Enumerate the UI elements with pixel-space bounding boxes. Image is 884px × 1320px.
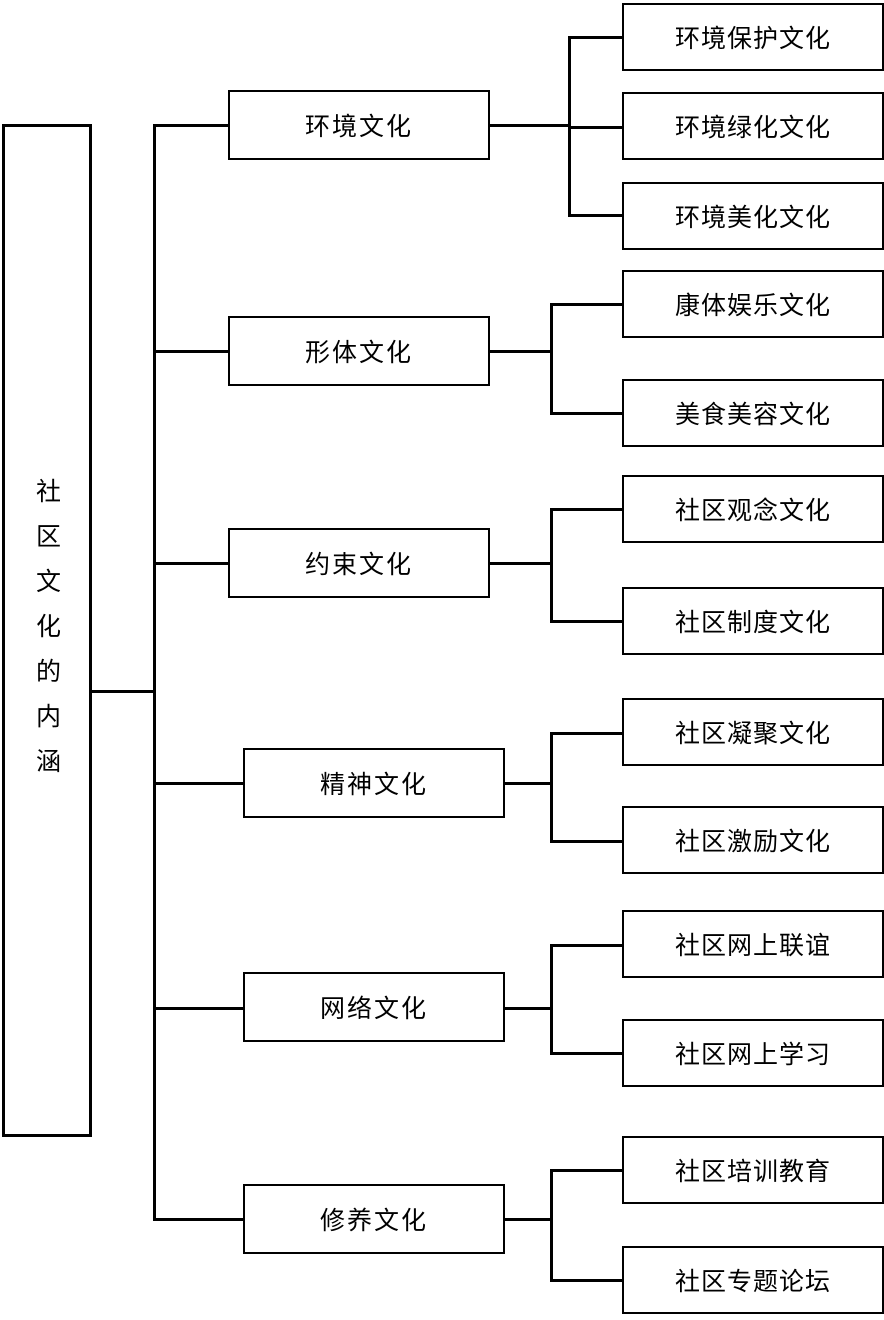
branch-node-2[interactable]: 形体文化 xyxy=(228,316,490,386)
connector-branch-1-child-2 xyxy=(568,126,624,129)
connector-branch-4-child-2 xyxy=(550,840,624,843)
leaf-node-4-2-label: 社区激励文化 xyxy=(674,827,831,856)
connector-branch-2-child-2 xyxy=(550,412,624,415)
connector-branch-6-spine xyxy=(550,1169,553,1281)
connector-branch-5-out xyxy=(505,1007,552,1010)
connector-spine-to-branch-5 xyxy=(153,1007,245,1010)
connector-root-trunk xyxy=(90,690,156,693)
leaf-node-3-1-label: 社区观念文化 xyxy=(674,496,831,525)
leaf-node-3-2-label: 社区制度文化 xyxy=(674,608,831,637)
root-node-label: 社区文化的内涵 xyxy=(32,478,62,793)
leaf-node-1-3[interactable]: 环境美化文化 xyxy=(622,182,884,250)
branch-node-1-label: 环境文化 xyxy=(304,112,413,141)
branch-node-4[interactable]: 精神文化 xyxy=(243,748,505,818)
branch-node-2-label: 形体文化 xyxy=(304,338,413,367)
branch-node-4-label: 精神文化 xyxy=(319,770,428,799)
connector-spine-to-branch-2 xyxy=(153,350,229,353)
root-node[interactable]: 社区文化的内涵 xyxy=(2,124,92,1137)
leaf-node-3-2[interactable]: 社区制度文化 xyxy=(622,587,884,655)
leaf-node-2-1[interactable]: 康体娱乐文化 xyxy=(622,270,884,338)
leaf-node-6-1[interactable]: 社区培训教育 xyxy=(622,1136,884,1204)
leaf-node-1-1-label: 环境保护文化 xyxy=(674,24,831,53)
leaf-node-5-1-label: 社区网上联谊 xyxy=(674,931,831,960)
leaf-node-6-1-label: 社区培训教育 xyxy=(674,1157,831,1186)
leaf-node-2-2-label: 美食美容文化 xyxy=(674,400,831,429)
leaf-node-5-2[interactable]: 社区网上学习 xyxy=(622,1019,884,1087)
leaf-node-2-2[interactable]: 美食美容文化 xyxy=(622,379,884,447)
branch-node-6-label: 修养文化 xyxy=(319,1206,428,1235)
leaf-node-6-2[interactable]: 社区专题论坛 xyxy=(622,1246,884,1314)
connector-spine-to-branch-6 xyxy=(153,1218,245,1221)
connector-branch-3-out xyxy=(490,562,552,565)
leaf-node-1-2[interactable]: 环境绿化文化 xyxy=(622,92,884,160)
connector-branch-3-child-1 xyxy=(550,508,624,511)
connector-branch-6-child-1 xyxy=(550,1169,624,1172)
connector-spine-to-branch-1 xyxy=(153,124,229,127)
branch-node-6[interactable]: 修养文化 xyxy=(243,1184,505,1254)
connector-branch-3-child-2 xyxy=(550,620,624,623)
branch-node-3-label: 约束文化 xyxy=(304,550,413,579)
branch-node-5[interactable]: 网络文化 xyxy=(243,972,505,1042)
connector-branch-5-child-2 xyxy=(550,1052,624,1055)
connector-branch-3-spine xyxy=(550,508,553,622)
leaf-node-1-3-label: 环境美化文化 xyxy=(674,203,831,232)
connector-branch-2-child-1 xyxy=(550,303,624,306)
leaf-node-6-2-label: 社区专题论坛 xyxy=(674,1267,831,1296)
branch-node-5-label: 网络文化 xyxy=(319,994,428,1023)
leaf-node-4-1[interactable]: 社区凝聚文化 xyxy=(622,698,884,766)
branch-node-1[interactable]: 环境文化 xyxy=(228,90,490,160)
leaf-node-4-1-label: 社区凝聚文化 xyxy=(674,719,831,748)
leaf-node-5-1[interactable]: 社区网上联谊 xyxy=(622,910,884,978)
connector-main-spine xyxy=(153,126,156,1220)
leaf-node-5-2-label: 社区网上学习 xyxy=(674,1040,831,1069)
connector-spine-to-branch-4 xyxy=(153,782,245,785)
connector-branch-1-out xyxy=(490,124,570,127)
leaf-node-1-1[interactable]: 环境保护文化 xyxy=(622,3,884,71)
leaf-node-2-1-label: 康体娱乐文化 xyxy=(674,291,831,320)
connector-branch-5-child-1 xyxy=(550,944,624,947)
connector-spine-to-branch-3 xyxy=(153,562,229,565)
connector-branch-5-spine xyxy=(550,944,553,1054)
connector-branch-6-child-2 xyxy=(550,1279,624,1282)
leaf-node-4-2[interactable]: 社区激励文化 xyxy=(622,806,884,874)
branch-node-3[interactable]: 约束文化 xyxy=(228,528,490,598)
connector-branch-4-child-1 xyxy=(550,732,624,735)
connector-branch-6-out xyxy=(505,1218,552,1221)
connector-branch-1-child-3 xyxy=(568,214,624,217)
connector-branch-4-out xyxy=(505,782,552,785)
leaf-node-3-1[interactable]: 社区观念文化 xyxy=(622,475,884,543)
connector-branch-1-child-1 xyxy=(568,36,624,39)
leaf-node-1-2-label: 环境绿化文化 xyxy=(674,113,831,142)
connector-branch-2-out xyxy=(490,350,552,353)
connector-branch-4-spine xyxy=(550,732,553,842)
connector-branch-2-spine xyxy=(550,303,553,413)
